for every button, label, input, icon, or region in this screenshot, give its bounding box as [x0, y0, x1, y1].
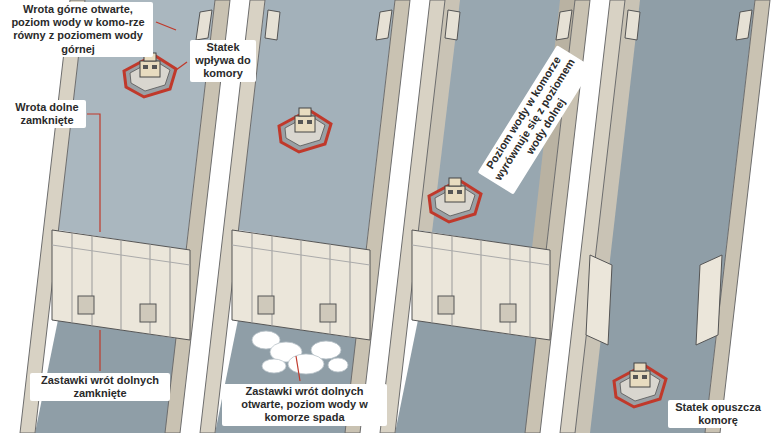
callout-label: Wrota górne otwarte, poziom wody w komo-…	[3, 2, 153, 57]
callout-label: Statek opuszcza komorę	[668, 400, 768, 428]
callout-label: Zastawki wrót dolnych zamknięte	[30, 373, 170, 401]
callout-label: Wrota dolne zamknięte	[8, 100, 86, 128]
callout-label: Zastawki wrót dolnych otwarte, poziom wo…	[222, 384, 387, 426]
callout-label: Statek wpływa do komory	[190, 40, 256, 82]
